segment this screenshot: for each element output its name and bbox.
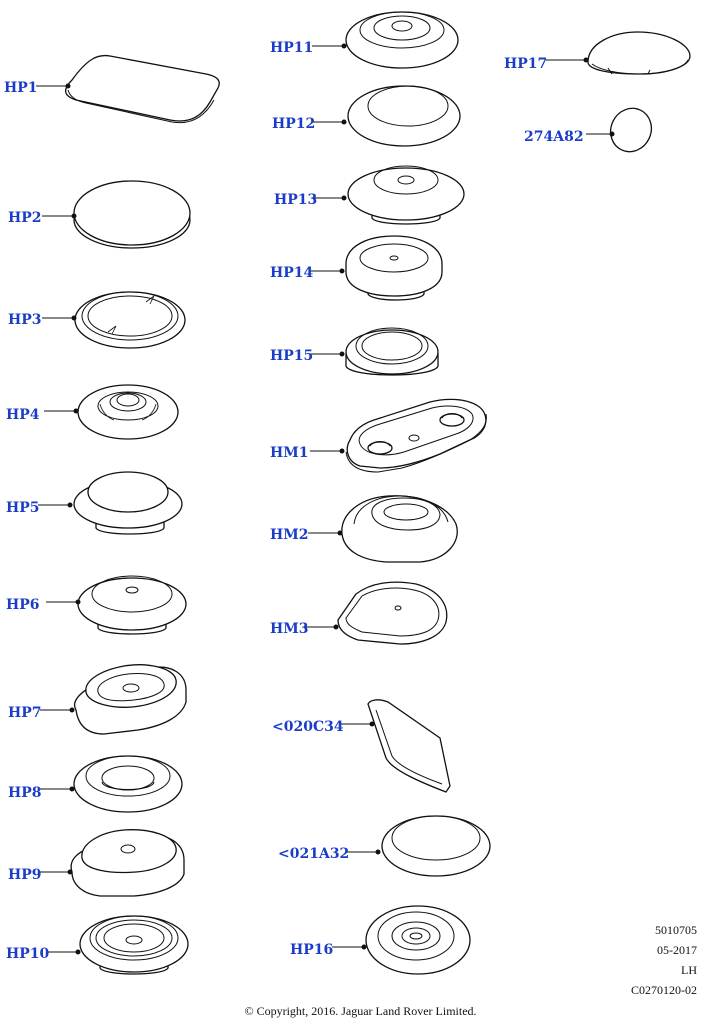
part-label-hp5[interactable]: HP5 xyxy=(6,500,40,516)
part-hp8-drawing xyxy=(40,755,183,813)
part-label-hp16[interactable]: HP16 xyxy=(290,942,334,958)
part-label-021a32[interactable]: <021A32 xyxy=(278,846,350,862)
part-label-hp9[interactable]: HP9 xyxy=(8,867,42,883)
drawing-side: LH xyxy=(681,963,697,977)
drawing-code: C0270120-02 xyxy=(631,983,697,997)
part-hp14-drawing xyxy=(310,235,443,301)
part-hm2-drawing xyxy=(308,495,458,563)
part-label-hm3[interactable]: HM3 xyxy=(270,621,309,637)
part-label-hp14[interactable]: HP14 xyxy=(270,265,314,281)
part-hp5-drawing xyxy=(38,471,183,535)
part-hm3-drawing xyxy=(304,581,448,645)
part-hp15-drawing xyxy=(310,327,439,376)
part-021a32-drawing xyxy=(346,815,491,877)
part-hp10-drawing xyxy=(46,915,189,975)
part-hp7-drawing xyxy=(40,664,187,735)
part-label-020c34[interactable]: <020C34 xyxy=(272,719,344,735)
part-hp13-drawing xyxy=(312,165,465,225)
part-hp11-drawing xyxy=(312,11,459,69)
part-274a82-drawing xyxy=(586,107,653,153)
part-hp17-drawing xyxy=(546,31,691,75)
part-label-hp10[interactable]: HP10 xyxy=(6,946,50,962)
part-label-hp12[interactable]: HP12 xyxy=(272,116,316,132)
copyright-text: © Copyright, 2016. Jaguar Land Rover Lim… xyxy=(244,1004,477,1018)
part-label-hp17[interactable]: HP17 xyxy=(504,56,548,72)
part-label-hp11[interactable]: HP11 xyxy=(270,40,314,56)
part-label-hp2[interactable]: HP2 xyxy=(8,210,42,226)
part-label-hp15[interactable]: HP15 xyxy=(270,348,314,364)
part-label-hm1[interactable]: HM1 xyxy=(270,445,309,461)
part-hp16-drawing xyxy=(332,905,471,975)
part-hp9-drawing xyxy=(38,829,185,897)
part-hp1-drawing xyxy=(36,54,220,124)
drawing-metadata: 5010705 05-2017 LH C0270120-02 xyxy=(631,920,697,1000)
part-label-hp3[interactable]: HP3 xyxy=(8,312,42,328)
part-label-hp1[interactable]: HP1 xyxy=(4,80,38,96)
drawing-date: 05-2017 xyxy=(657,943,697,957)
part-label-hp8[interactable]: HP8 xyxy=(8,785,42,801)
part-hp4-drawing xyxy=(44,384,179,440)
part-label-hm2[interactable]: HM2 xyxy=(270,527,309,543)
part-hm1-drawing xyxy=(310,398,487,473)
part-020c34-drawing xyxy=(340,699,451,793)
ref-number: 5010705 xyxy=(655,923,697,937)
part-hp6-drawing xyxy=(46,575,187,635)
part-label-hp13[interactable]: HP13 xyxy=(274,192,318,208)
part-label-hp6[interactable]: HP6 xyxy=(6,597,40,613)
part-hp12-drawing xyxy=(312,85,461,147)
part-hp3-drawing xyxy=(42,291,186,349)
part-label-hp7[interactable]: HP7 xyxy=(8,705,42,721)
part-label-274a82[interactable]: 274A82 xyxy=(524,129,584,145)
part-hp2-drawing xyxy=(42,180,191,249)
part-label-hp4[interactable]: HP4 xyxy=(6,407,40,423)
